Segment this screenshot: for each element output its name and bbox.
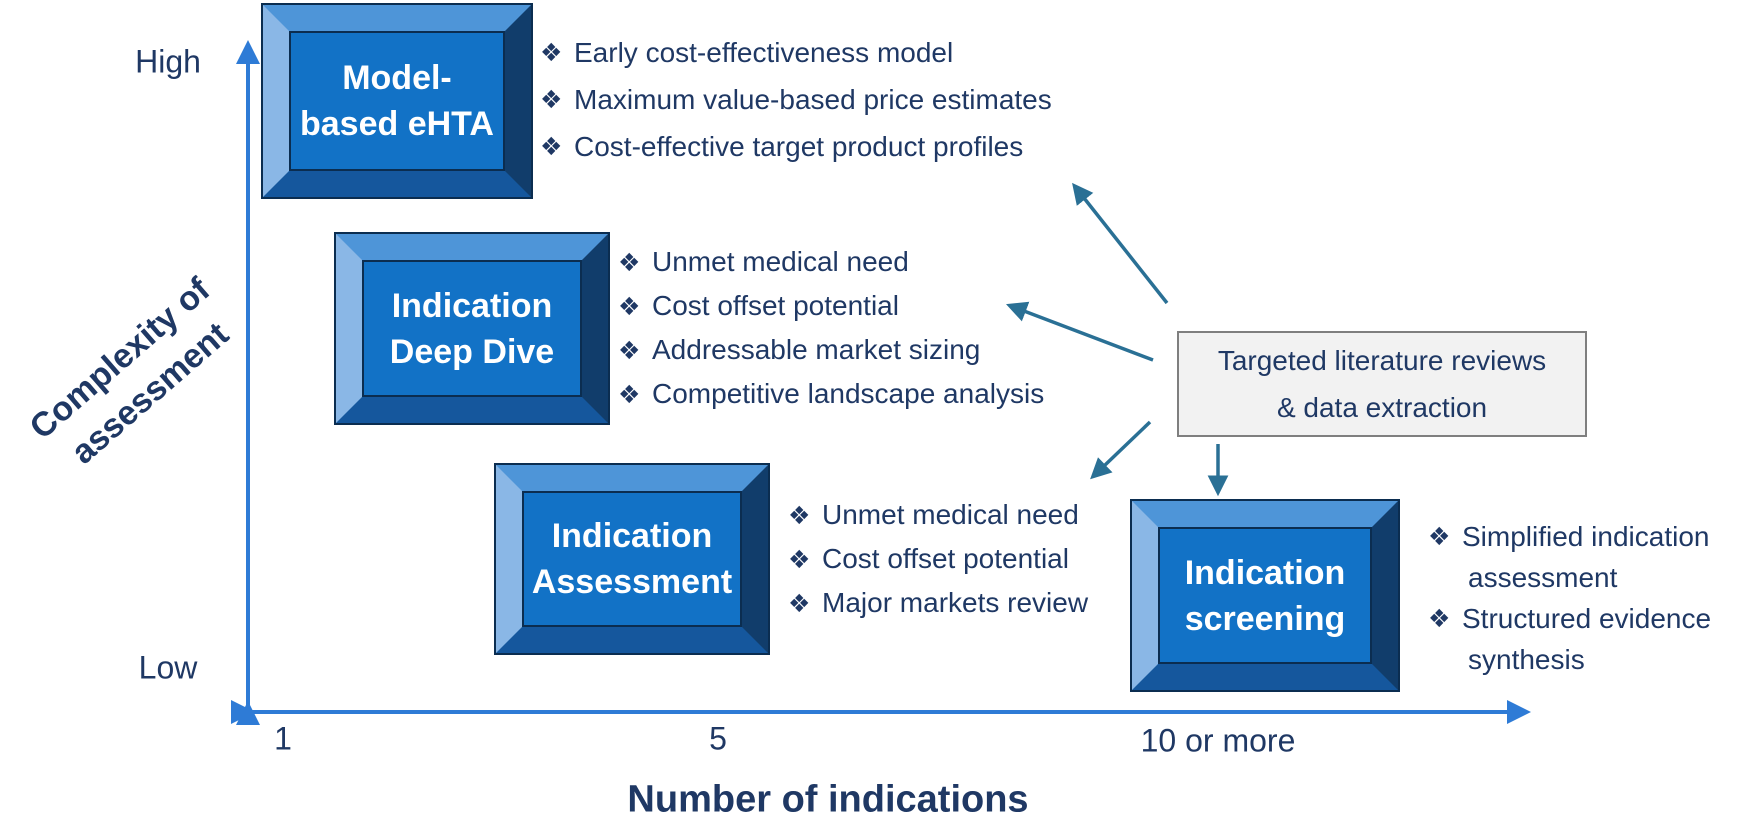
list-item: ❖ Cost offset potential [618, 290, 899, 321]
arrow-to-model-ehta-list [1072, 182, 1169, 305]
arrow-to-assessment-list [1090, 420, 1152, 480]
stage-box-indication-deep-dive-label: Indication Deep Dive [362, 260, 582, 397]
list-indication-assessment: ❖ Unmet medical need ❖ Cost offset poten… [788, 493, 1088, 625]
stage-box-indication-assessment-label: Indication Assessment [522, 491, 742, 627]
list-item: ❖ Cost-effective target product profiles [540, 130, 1024, 162]
list-item-continuation: synthesis [1468, 643, 1585, 675]
diamond-bullet-icon: ❖ [788, 588, 811, 618]
box-bevel [263, 5, 531, 197]
stage-box-indication-screening-label: Indication screening [1158, 527, 1372, 664]
list-item: ❖ Maximum value-based price estimates [540, 83, 1052, 115]
diamond-bullet-icon: ❖ [788, 544, 811, 574]
box-label-line2: based eHTA [300, 105, 494, 143]
list-item: ❖ Cost offset potential [788, 543, 1069, 574]
diamond-bullet-icon: ❖ [618, 379, 641, 409]
stage-box-indication-screening: Indication screening [1130, 499, 1400, 692]
stage-box-indication-deep-dive: Indication Deep Dive [334, 232, 610, 425]
box-label-line1: Model- [342, 59, 452, 97]
list-item: ❖ Structured evidence [1428, 602, 1712, 634]
list-item: ❖ Major markets review [788, 587, 1089, 618]
list-model-based-ehta: ❖ Early cost-effectiveness model ❖ Maxim… [540, 29, 1052, 170]
box-bevel [496, 465, 768, 653]
list-indication-screening: ❖ Simplified indication assessment ❖ Str… [1428, 516, 1711, 680]
y-axis-high-label: High [135, 43, 201, 80]
note-box-targeted-literature-reviews: Targeted literature reviews & data extra… [1177, 331, 1587, 437]
x-tick-1: 1 [274, 720, 292, 757]
box-label-line1: Indication [1184, 553, 1346, 592]
diamond-bullet-icon: ❖ [618, 247, 641, 277]
diamond-bullet-icon: ❖ [1428, 522, 1451, 551]
box-label-line2: Deep Dive [389, 332, 555, 371]
stage-box-indication-assessment: Indication Assessment [494, 463, 770, 655]
x-tick-10-or-more: 10 or more [1140, 722, 1296, 759]
list-item: ❖ Unmet medical need [618, 246, 909, 277]
box-bevel [1132, 501, 1398, 690]
diamond-bullet-icon: ❖ [618, 335, 641, 365]
box-label-line1: Indication [551, 517, 713, 555]
list-item: ❖ Simplified indication [1428, 520, 1710, 552]
list-item: ❖ Unmet medical need [788, 499, 1079, 530]
stage-box-model-based-ehta: Model- based eHTA [261, 3, 533, 199]
box-label-line2: screening [1184, 599, 1346, 638]
list-item: ❖ Early cost-effectiveness model [540, 36, 954, 68]
x-tick-5: 5 [709, 720, 727, 757]
diamond-bullet-icon: ❖ [540, 85, 563, 114]
y-axis-low-label: Low [138, 649, 198, 686]
diamond-bullet-icon: ❖ [618, 291, 641, 321]
diamond-bullet-icon: ❖ [788, 500, 811, 530]
note-box-line1: Targeted literature reviews [1217, 345, 1547, 376]
box-label-line1: Indication [391, 286, 553, 325]
list-indication-deep-dive: ❖ Unmet medical need ❖ Cost offset poten… [618, 240, 1044, 416]
note-box-line2: & data extraction [1276, 392, 1488, 423]
list-item-continuation: assessment [1468, 561, 1618, 593]
x-axis-title: Number of indications [627, 778, 1029, 821]
list-item: ❖ Competitive landscape analysis [618, 378, 1045, 409]
diamond-bullet-icon: ❖ [540, 132, 563, 161]
box-label-line2: Assessment [531, 563, 733, 601]
box-bevel [336, 234, 608, 423]
arrow-to-deep-dive-list [1006, 301, 1154, 362]
stage-box-model-based-ehta-label: Model- based eHTA [289, 31, 505, 171]
diamond-bullet-icon: ❖ [1428, 604, 1451, 633]
list-item: ❖ Addressable market sizing [618, 334, 981, 365]
diamond-bullet-icon: ❖ [540, 38, 563, 67]
